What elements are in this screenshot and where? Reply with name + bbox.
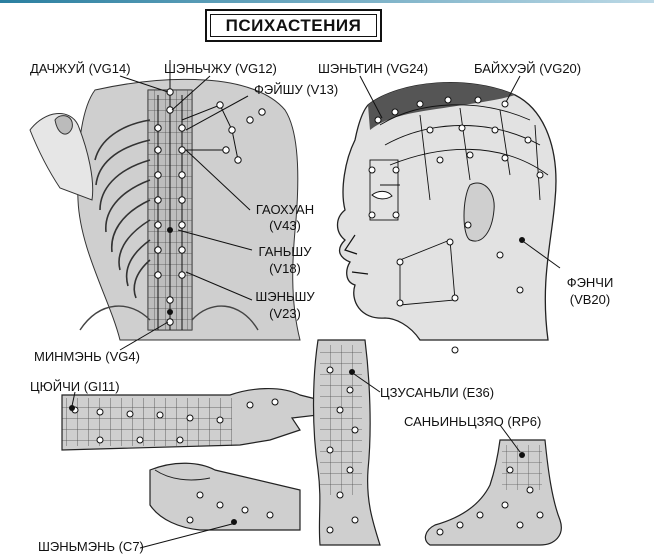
label-feishu: ФЭЙШУ (V13) bbox=[254, 82, 339, 97]
title-frame: ПСИХАСТЕНИЯ bbox=[205, 9, 382, 42]
page-title: ПСИХАСТЕНИЯ bbox=[210, 14, 377, 37]
label-fenchi-2: (VB20) bbox=[569, 292, 611, 307]
top-accent-bar bbox=[0, 0, 654, 3]
label-shenshu-2: (V23) bbox=[269, 306, 301, 321]
hand-figure bbox=[139, 462, 301, 549]
label-minmen: МИНМЭНЬ (VG4) bbox=[34, 349, 140, 364]
label-gaohuan-1: ГАОХУАН bbox=[255, 202, 315, 217]
label-shentin: ШЭНЬТИН (VG24) bbox=[318, 61, 429, 76]
label-ganshu-1: ГАНЬШУ bbox=[258, 244, 312, 259]
label-sanintsziao: САНЬИНЬЦЗЯО (RP6) bbox=[404, 414, 542, 429]
label-shenshu-1: ШЭНЬШУ bbox=[255, 289, 315, 304]
label-fenchi-1: ФЭНЧИ bbox=[566, 275, 614, 290]
arm-figure bbox=[61, 387, 321, 451]
label-ganshu-2: (V18) bbox=[269, 261, 301, 276]
label-tsiuichi: ЦЮЙЧИ (GI11) bbox=[30, 379, 120, 394]
label-shenmen: ШЭНЬМЭНЬ (C7) bbox=[38, 539, 144, 554]
label-tszusanli: ЦЗУСАНЬЛИ (E36) bbox=[380, 385, 495, 400]
leg-figure bbox=[312, 339, 381, 546]
label-shenchzhu: ШЭНЬЧЖУ (VG12) bbox=[164, 61, 277, 76]
label-gaohuan-2: (V43) bbox=[269, 218, 301, 233]
label-baihuei: БАЙХУЭЙ (VG20) bbox=[474, 61, 582, 76]
head-figure bbox=[336, 75, 561, 354]
label-dazhzhui: ДАЧЖУЙ (VG14) bbox=[30, 61, 131, 76]
back-figure bbox=[29, 60, 301, 351]
foot-figure bbox=[424, 424, 562, 546]
